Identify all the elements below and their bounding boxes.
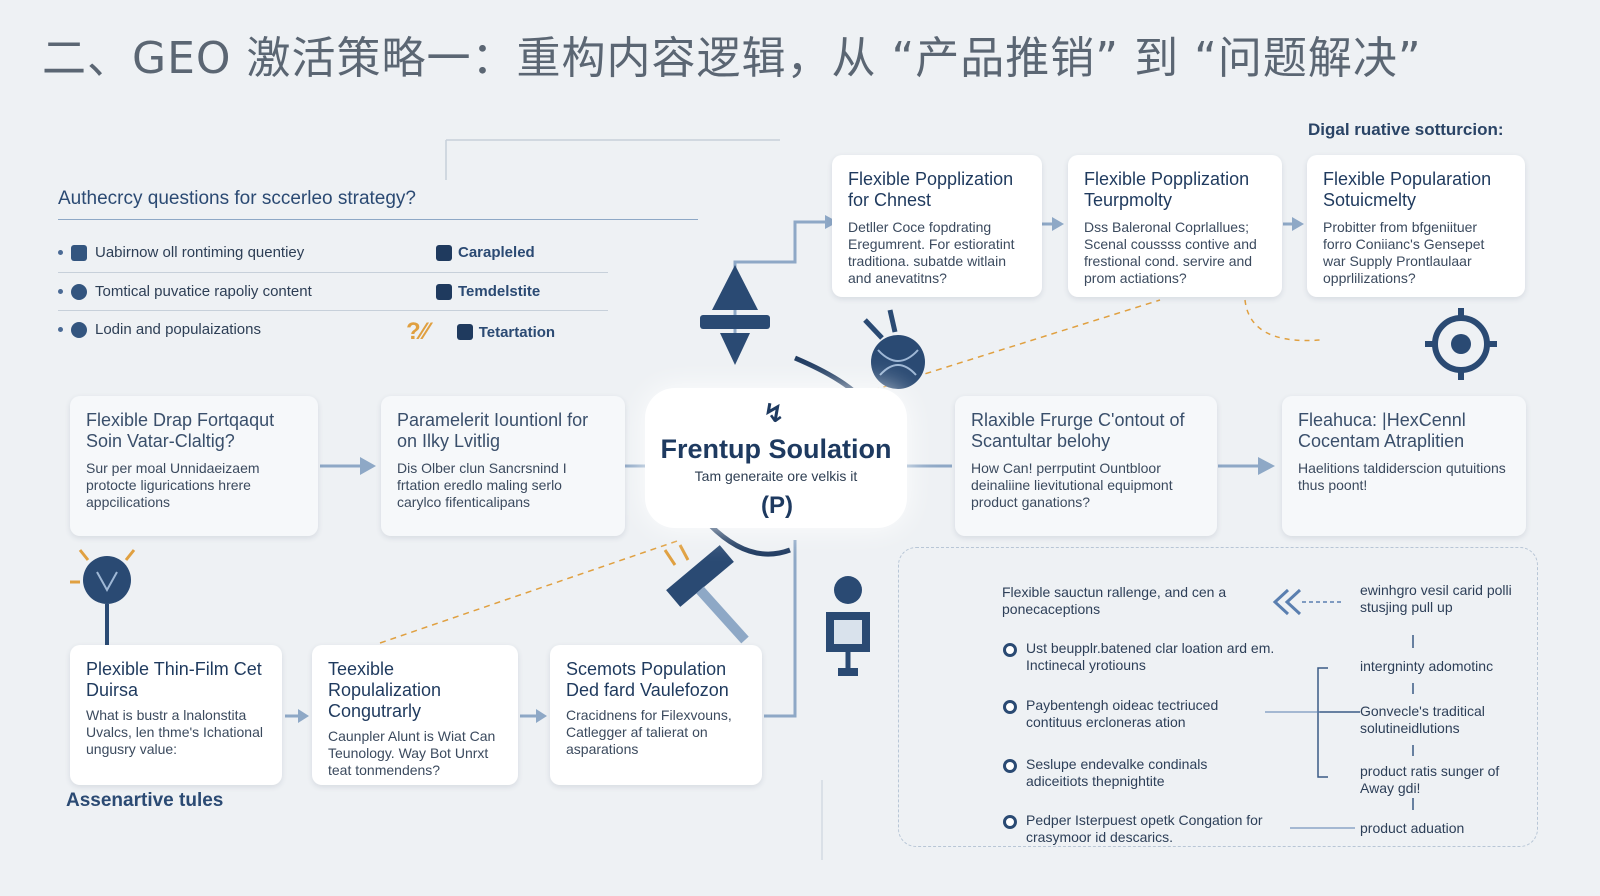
card-body: Haelitions taldiderscion qutuitions thus… xyxy=(1298,460,1506,493)
card-body: What is bustr a lnalonstita Uvalcs, len … xyxy=(86,707,263,757)
card-title: Flexible Popplization for Chnest xyxy=(848,169,1014,210)
building-icon xyxy=(71,244,87,261)
question-row: Uabirnow oll rontiming quentiey xyxy=(58,244,304,261)
panel-right-item: intergninty adomotinc xyxy=(1360,658,1494,674)
question-row: Lodin and populaizations xyxy=(58,321,261,338)
top-right-label: Digal ruative sotturcion: xyxy=(1308,120,1504,139)
assertive-rules-label: Assenartive tules xyxy=(66,790,224,811)
arrow-head xyxy=(1292,217,1304,231)
card-title: Plexible Thin-Film Cet Duirsa xyxy=(86,659,262,700)
card-body: Dis Olber clun Sancrsnind I frtation ere… xyxy=(397,460,567,510)
center-hub: ↯ Frentup Soulation Tam generaite ore ve… xyxy=(645,388,907,528)
mid-card-1: Flexible Drap Fortqaqut Soin Vatar-Clalt… xyxy=(70,396,318,536)
tag-label: Carapleled xyxy=(458,244,535,261)
row-divider xyxy=(58,310,608,311)
arrow-head xyxy=(1258,457,1275,475)
tag-item: Temdelstite xyxy=(436,283,540,300)
panel-item: Paybentengh oideac tectriuced contituus … xyxy=(1026,697,1219,730)
bullet-dot xyxy=(58,327,63,332)
bullet-dot xyxy=(58,250,63,255)
card-body: How Can! perrputint Ountbloor deinaliine… xyxy=(971,460,1173,510)
people-icon xyxy=(436,283,452,300)
lightbulb-icon xyxy=(70,549,136,645)
card-title: Paramelerit Iountionl for on Ilky Lvitli… xyxy=(397,410,589,451)
satellite-icon xyxy=(663,544,749,644)
card-title: Flexible Drap Fortqaqut Soin Vatar-Clalt… xyxy=(86,410,275,451)
triangle-icon xyxy=(436,244,452,261)
chart-circle-icon xyxy=(71,283,87,300)
dashed-guide xyxy=(1244,299,1321,342)
bottom-card-1: Plexible Thin-Film Cet Duirsa What is bu… xyxy=(70,645,282,785)
panel-right-item: product aduation xyxy=(1360,820,1465,836)
card-title: Flexible Popularation Sotuicmelty xyxy=(1323,169,1492,210)
hub-subtitle: Tam generaite ore velkis it xyxy=(694,468,858,484)
page-title: 二、GEO 激活策略一：重构内容逻辑，从 “产品推销” 到 “问题解决” xyxy=(42,33,1422,84)
rocket-icon xyxy=(700,265,770,365)
panel-right-item: Gonvecle's traditical solutineidlutions xyxy=(1360,703,1485,736)
question-row: Tomtical puvatice rapoliy content xyxy=(58,283,312,300)
arrow-head xyxy=(298,709,309,723)
heading-underline xyxy=(58,219,698,220)
bullet-ring-icon xyxy=(1003,643,1017,657)
chart-bar-icon xyxy=(456,324,473,340)
card-body: Detller Coce fopdrating Eregumrent. For … xyxy=(848,219,1015,286)
question-icon: ?⁄⁄ xyxy=(406,318,429,345)
tag-item: Carapleled xyxy=(436,244,535,261)
connector-line xyxy=(1317,667,1328,778)
solution-panel xyxy=(898,547,1538,847)
card-title: Scemots Population Ded fard Vaulefozon xyxy=(566,659,729,700)
card-title: Teexible Ropulalization Congutrarly xyxy=(328,659,442,721)
bullet-ring-icon xyxy=(1003,815,1017,829)
top-card-3: Flexible Popularation Sotuicmelty Probit… xyxy=(1307,155,1525,297)
question-text: Lodin and populaizations xyxy=(95,321,261,338)
question-text: Uabirnow oll rontiming quentiey xyxy=(95,244,305,261)
top-card-1: Flexible Popplization for Chnest Detller… xyxy=(832,155,1042,297)
bullet-ring-icon xyxy=(1003,700,1017,714)
panel-right-item: ewinhgro vesil carid polli stusjing pull… xyxy=(1360,582,1512,615)
bottom-card-2: Teexible Ropulalization Congutrarly Caun… xyxy=(312,645,518,785)
hub-arc xyxy=(708,523,791,557)
top-card-2: Flexible Popplization Teurpmolty Dss Bal… xyxy=(1068,155,1282,297)
arrow-head xyxy=(536,709,547,723)
mid-card-4: Fleahuca: |HexCennl Cocentam Atraplitien… xyxy=(1282,396,1526,536)
dashed-guide xyxy=(379,539,681,644)
card-title: Flexible Popplization Teurpmolty xyxy=(1084,169,1250,210)
panel-item: Seslupe endevalke condinals adiceitiots … xyxy=(1026,756,1208,789)
mid-card-2: Paramelerit Iountionl for on Ilky Lvitli… xyxy=(381,396,625,536)
card-body: Caunpler Alunt is Wiat Can Teunology. Wa… xyxy=(328,728,496,778)
tag-item: ?⁄⁄ Tetartation xyxy=(406,318,555,346)
connector-line xyxy=(764,540,797,718)
tag-label: Temdelstite xyxy=(458,283,541,300)
card-body: Probitter from bfgeniituer forro Coniian… xyxy=(1323,219,1485,286)
product-p-icon: (P) xyxy=(761,492,793,519)
help-circle-icon xyxy=(71,321,87,338)
hub-title: Frentup Soulation xyxy=(660,434,892,464)
arrow-check-icon: ↯ xyxy=(763,398,785,428)
arrow-head xyxy=(1052,217,1064,231)
card-body: Dss Baleronal Coprlallues; Scenal cousss… xyxy=(1084,219,1257,286)
panel-intro: Flexible sauctun rallenge, and cen a pon… xyxy=(1002,584,1227,617)
globe-icon xyxy=(863,309,925,389)
panel-right-item: product ratis sunger of Away gdi! xyxy=(1360,763,1500,796)
arrow-head xyxy=(360,457,376,475)
bottom-card-3: Scemots Population Ded fard Vaulefozon C… xyxy=(550,645,762,785)
machine-icon xyxy=(826,576,870,676)
question-text: Tomtical puvatice rapoliy content xyxy=(95,283,312,300)
card-body: Sur per moal Unnidaeizaem protocte ligur… xyxy=(86,460,260,510)
card-body: Cracidnens for Filexvouns, Catlegger af … xyxy=(566,707,732,757)
panel-item: Pedper Isterpuest opetk Congation for cr… xyxy=(1026,812,1263,845)
bullet-dot xyxy=(58,289,63,294)
gear-wheel-icon xyxy=(1425,308,1497,380)
arrow-head xyxy=(825,215,838,229)
card-title: Fleahuca: |HexCennl Cocentam Atraplitien xyxy=(1298,410,1466,451)
card-title: Rlaxible Frurge C'ontout of Scantultar b… xyxy=(971,410,1185,451)
row-divider xyxy=(58,272,608,273)
chevron-left-icon xyxy=(1272,588,1302,616)
questions-heading: Authecrcy questions for sccerleo strateg… xyxy=(58,188,417,209)
tag-label: Tetartation xyxy=(478,323,556,341)
bullet-ring-icon xyxy=(1003,759,1017,773)
panel-item: Ust beupplr.batened clar loation ard em.… xyxy=(1026,640,1275,673)
mid-card-3: Rlaxible Frurge C'ontout of Scantultar b… xyxy=(955,396,1217,536)
